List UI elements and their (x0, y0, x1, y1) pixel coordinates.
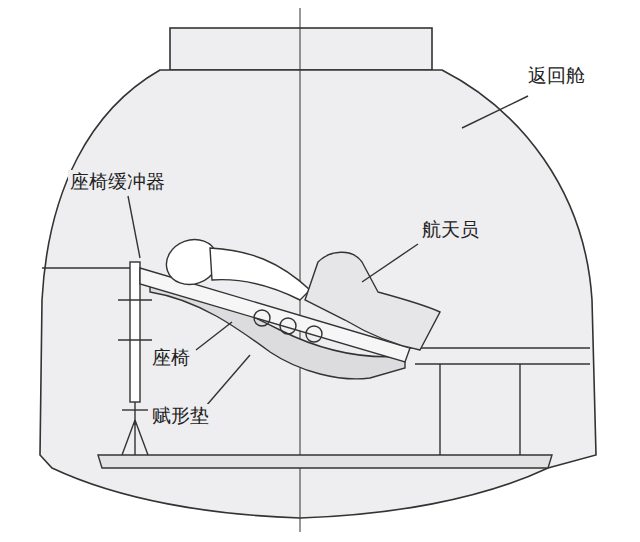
bottom-plate (98, 455, 552, 468)
leader-line (128, 196, 140, 258)
shelf (42, 267, 132, 268)
part-label: 赋形垫 (150, 404, 211, 427)
leader-line (462, 96, 528, 128)
absorber-ring (118, 339, 152, 340)
hatch (170, 28, 432, 70)
floor (415, 363, 590, 364)
part-label: 座椅缓冲器 (68, 170, 167, 193)
seat-absorber (130, 262, 140, 402)
part-label: 座椅 (150, 346, 192, 369)
capsule-body (40, 70, 596, 518)
part-label: 航天员 (420, 218, 481, 241)
absorber-base (122, 420, 148, 455)
center-axis (300, 8, 301, 532)
astronaut-legs (305, 252, 440, 350)
floor (405, 347, 590, 348)
seat-joint (306, 326, 322, 342)
seat-joint (254, 310, 270, 326)
absorber-ring (118, 299, 152, 300)
leader-line (206, 355, 250, 406)
leader-line (362, 244, 418, 282)
seat-joint (280, 318, 296, 334)
astronaut-torso (210, 248, 310, 300)
support (439, 364, 440, 455)
part-label: 返回舱 (526, 64, 587, 87)
support (519, 364, 520, 455)
absorber-ring (122, 409, 148, 410)
leader-line (196, 322, 232, 350)
